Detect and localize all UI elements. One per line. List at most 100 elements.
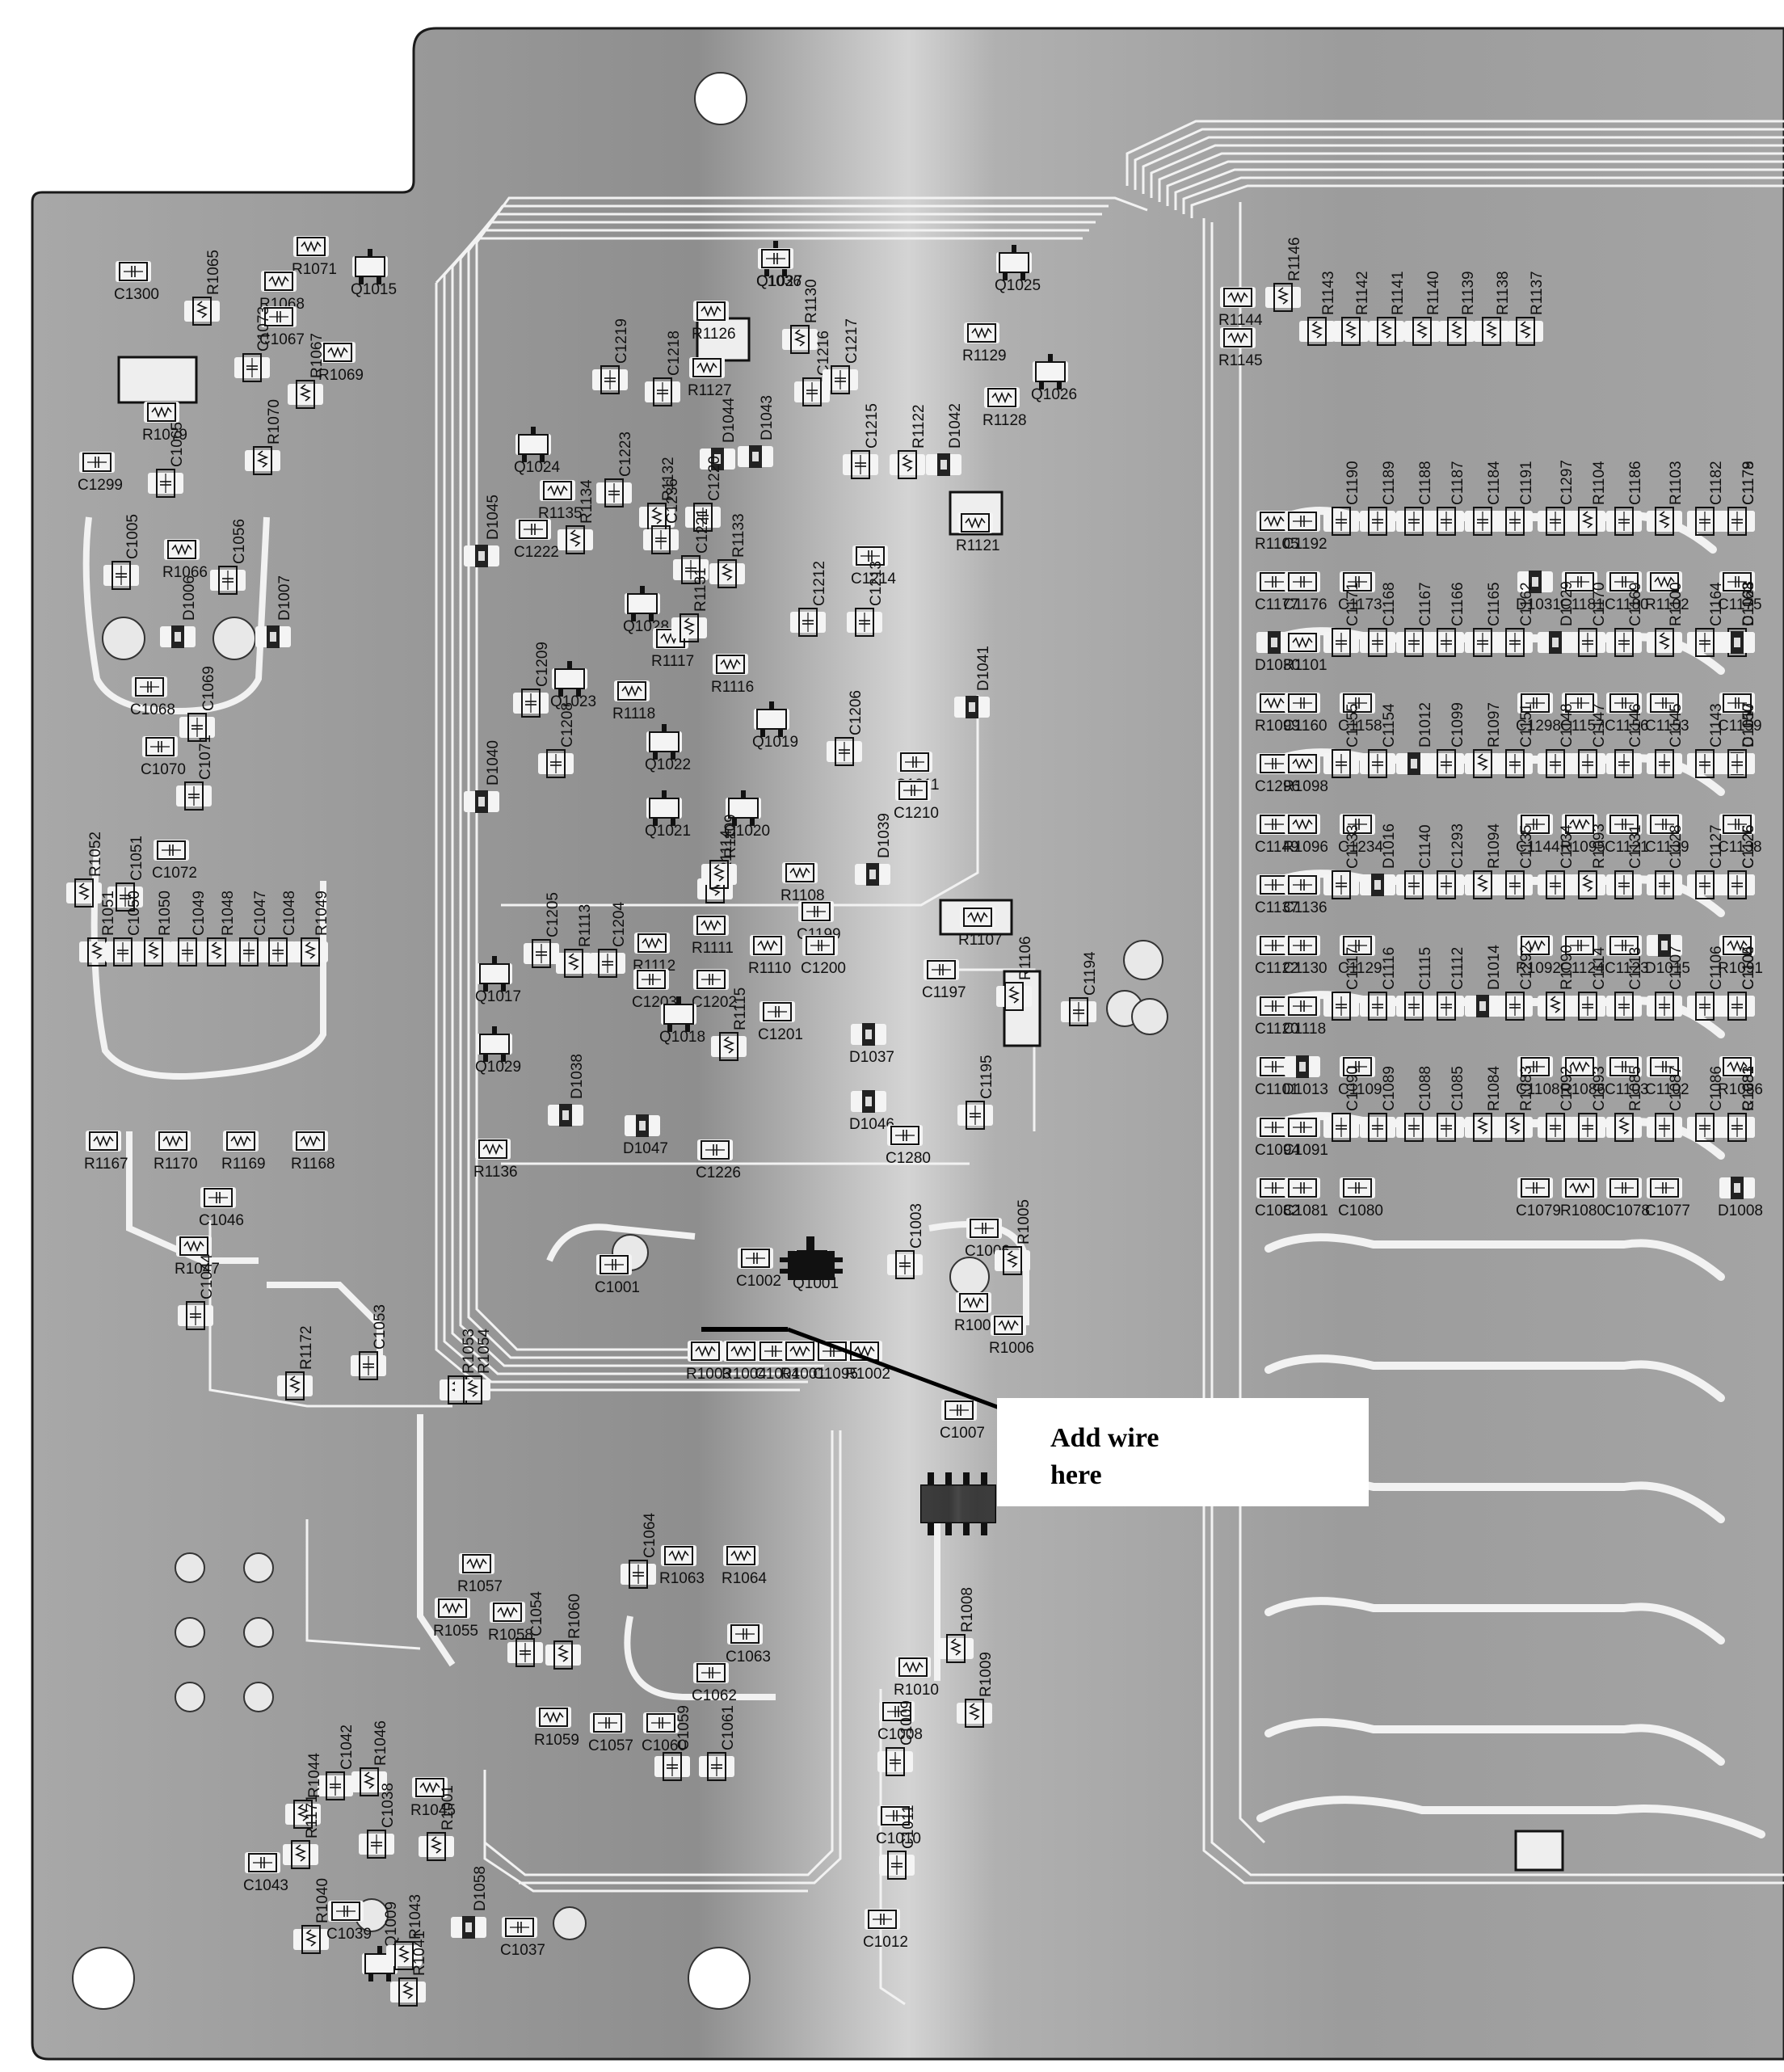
component-r1057: R1057 <box>457 1553 503 1595</box>
component-label: R1122 <box>911 404 928 449</box>
component-label: C1038 <box>380 1783 397 1828</box>
component-label: C1182 <box>1708 461 1725 505</box>
component-c1087: C1087 <box>1647 1066 1685 1142</box>
component-label: C1127 <box>1708 824 1725 869</box>
component-label: C1065 <box>169 422 186 467</box>
component-d1045: D1045 <box>464 495 502 567</box>
component-r1040: R1040 <box>293 1878 331 1954</box>
component-r1126: R1126 <box>692 301 736 343</box>
component-d1006: D1006 <box>160 575 198 648</box>
component-r1145: R1145 <box>1218 327 1263 369</box>
component-label: C1168 <box>1381 582 1398 626</box>
component-label: C1298 <box>1516 718 1561 735</box>
component-d1041: D1041 <box>954 646 992 718</box>
component-label: R1055 <box>433 1623 478 1640</box>
component-label: C1171 <box>1344 582 1361 626</box>
large-resistor-footprint <box>696 317 751 362</box>
component-r1135: R1135 <box>538 480 583 522</box>
component-r1102: R1102 <box>1645 571 1689 613</box>
component-c1106: C1106 <box>1687 945 1725 1021</box>
component-label: C1080 <box>1338 1202 1383 1219</box>
component-q1026: Q1026 <box>1031 354 1077 403</box>
component-r1009: R1009 <box>957 1652 995 1728</box>
component-c1038: C1038 <box>359 1783 397 1859</box>
component-c1280: C1280 <box>886 1125 931 1167</box>
component-label: C1160 <box>1283 718 1327 735</box>
component-label: R1064 <box>722 1570 767 1587</box>
component-r1168: R1168 <box>291 1131 335 1173</box>
component-r1139: R1139 <box>1439 271 1477 346</box>
component-label: C1130 <box>1283 960 1327 977</box>
component-r1113: R1113 <box>556 904 594 978</box>
component-label: R1090 <box>1559 945 1576 990</box>
component-label: C1177 <box>1255 596 1299 613</box>
component-d1058: D1058 <box>451 1866 489 1939</box>
component-c1143: C1143 <box>1687 703 1725 778</box>
component-label: C1135 <box>1518 824 1535 869</box>
component-label: C1047 <box>252 891 269 936</box>
component-label: C1067 <box>259 331 305 348</box>
component-c1080: C1080 <box>1338 1177 1383 1219</box>
component-c1009: C1009 <box>877 1700 915 1776</box>
component-label: R1121 <box>956 537 1000 554</box>
component-r1083: R1083 <box>1497 1066 1535 1142</box>
component-c1208: C1208 <box>538 702 576 778</box>
component-r1103: R1103 <box>1647 461 1685 536</box>
component-c1180: C1180 <box>1605 571 1649 613</box>
component-c1173: C1173 <box>1338 571 1382 613</box>
component-r1133: R1133 <box>709 513 747 588</box>
component-c1128: C1128 <box>1647 824 1685 899</box>
component-c1011: C1011 <box>879 1805 917 1880</box>
component-label: R1104 <box>1591 461 1608 505</box>
component-label: C1280 <box>886 1150 931 1167</box>
component-label: D1045 <box>485 495 502 540</box>
component-label: C1176 <box>1283 596 1327 613</box>
component-c1047: C1047 <box>231 891 269 967</box>
component-label: C1068 <box>130 701 175 718</box>
component-c1166: C1166 <box>1428 582 1466 657</box>
component-c1171: C1171 <box>1323 582 1361 657</box>
component-label: D1012 <box>1417 702 1434 748</box>
component-d1030: D1030 <box>1255 631 1300 674</box>
component-label: C1159 <box>1718 718 1762 735</box>
component-c1164: C1164 <box>1687 582 1725 657</box>
component-c1002: C1002 <box>736 1248 781 1290</box>
component-label: C1117 <box>1344 947 1361 990</box>
component-c1167: C1167 <box>1396 582 1434 657</box>
component-label: C1072 <box>152 865 197 882</box>
component-r1067: R1067 <box>288 333 326 409</box>
component-label: R1053 <box>461 1329 478 1374</box>
component-label: C1073 <box>255 306 272 352</box>
component-r1066: R1066 <box>162 539 208 581</box>
component-label: R1054 <box>476 1329 493 1374</box>
component-c1089: C1089 <box>1360 1066 1398 1142</box>
component-label: C1226 <box>696 1164 741 1181</box>
component-c1293: C1293 <box>1428 823 1466 899</box>
component-r1110: R1110 <box>748 935 791 977</box>
component-r1129: R1129 <box>962 322 1007 364</box>
component-label: C1189 <box>1381 461 1398 505</box>
component-label: C1102 <box>1645 1081 1689 1098</box>
component-label: R1008 <box>959 1587 976 1632</box>
component-label: Q1024 <box>514 459 560 476</box>
component-label: C1131 <box>1627 824 1644 869</box>
component-label: R1143 <box>1320 271 1337 315</box>
component-label: R1146 <box>1286 237 1303 281</box>
component-label: C1165 <box>1486 582 1503 626</box>
component-label: C1099 <box>1450 702 1466 748</box>
component-label: R1139 <box>1460 271 1477 315</box>
component-label: R1092 <box>1516 960 1561 977</box>
component-c1086: C1086 <box>1687 1066 1725 1142</box>
component-c1299: C1299 <box>78 452 123 494</box>
component-r1001: R1001 <box>419 1785 457 1861</box>
component-r1134: R1134 <box>558 479 595 554</box>
component-label: D1014 <box>1486 945 1503 990</box>
component-c1061: C1061 <box>699 1705 737 1781</box>
component-label: Q1026 <box>1031 386 1077 403</box>
component-label: R1002 <box>845 1366 890 1383</box>
component-d1013: D1013 <box>1283 1055 1328 1098</box>
component-c1003: C1003 <box>887 1203 925 1279</box>
component-c1077: C1077 <box>1645 1177 1690 1219</box>
component-r1132: R1132 <box>639 457 677 532</box>
component-label: C1299 <box>78 477 123 494</box>
